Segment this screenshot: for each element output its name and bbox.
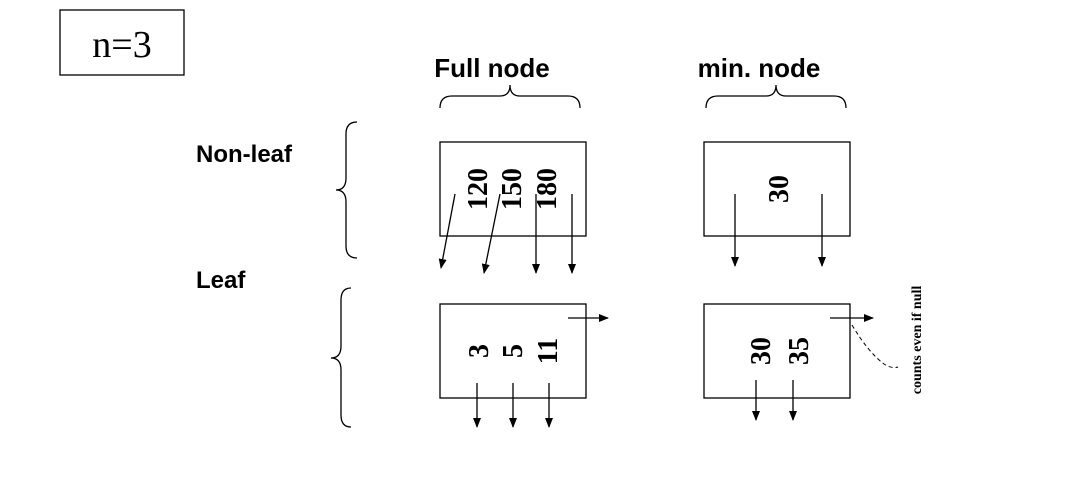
n-label-box: n=3 [59,9,185,76]
full-nonleaf-node: 120 150 180 [439,141,587,237]
node-key: 30 [764,175,795,203]
annotation-counts-even-if-null: counts even if null [910,286,925,395]
leaf-brace [330,287,352,428]
node-key: 150 [497,168,528,210]
node-key: 180 [532,168,563,210]
full-leaf-node: 3 5 11 [439,303,587,399]
node-key: 35 [784,337,815,365]
min-leaf-node-frame [703,303,851,399]
annotation-connector [851,324,899,369]
min-leaf-node: 30 35 [703,303,851,399]
leaf-label: Leaf [196,267,246,294]
node-key: 3 [464,344,495,358]
n-label: n=3 [92,24,151,66]
full-node-header: Full node [434,53,550,83]
node-key: 120 [463,168,494,210]
non-leaf-brace [335,121,358,259]
full-node-brace [439,84,581,109]
min-nonleaf-node-frame [703,141,851,237]
min-node-brace [705,84,847,109]
node-key: 30 [746,337,777,365]
child-pointer-arrow [481,193,501,274]
child-pointer-arrow [438,193,456,269]
node-key: 11 [533,338,564,364]
non-leaf-label: Non-leaf [196,141,293,168]
node-key: 5 [498,344,529,358]
n-label-frame [59,9,185,76]
min-node-header: min. node [698,53,821,83]
min-nonleaf-node: 30 [703,141,851,237]
full-nonleaf-node-frame [439,141,587,237]
